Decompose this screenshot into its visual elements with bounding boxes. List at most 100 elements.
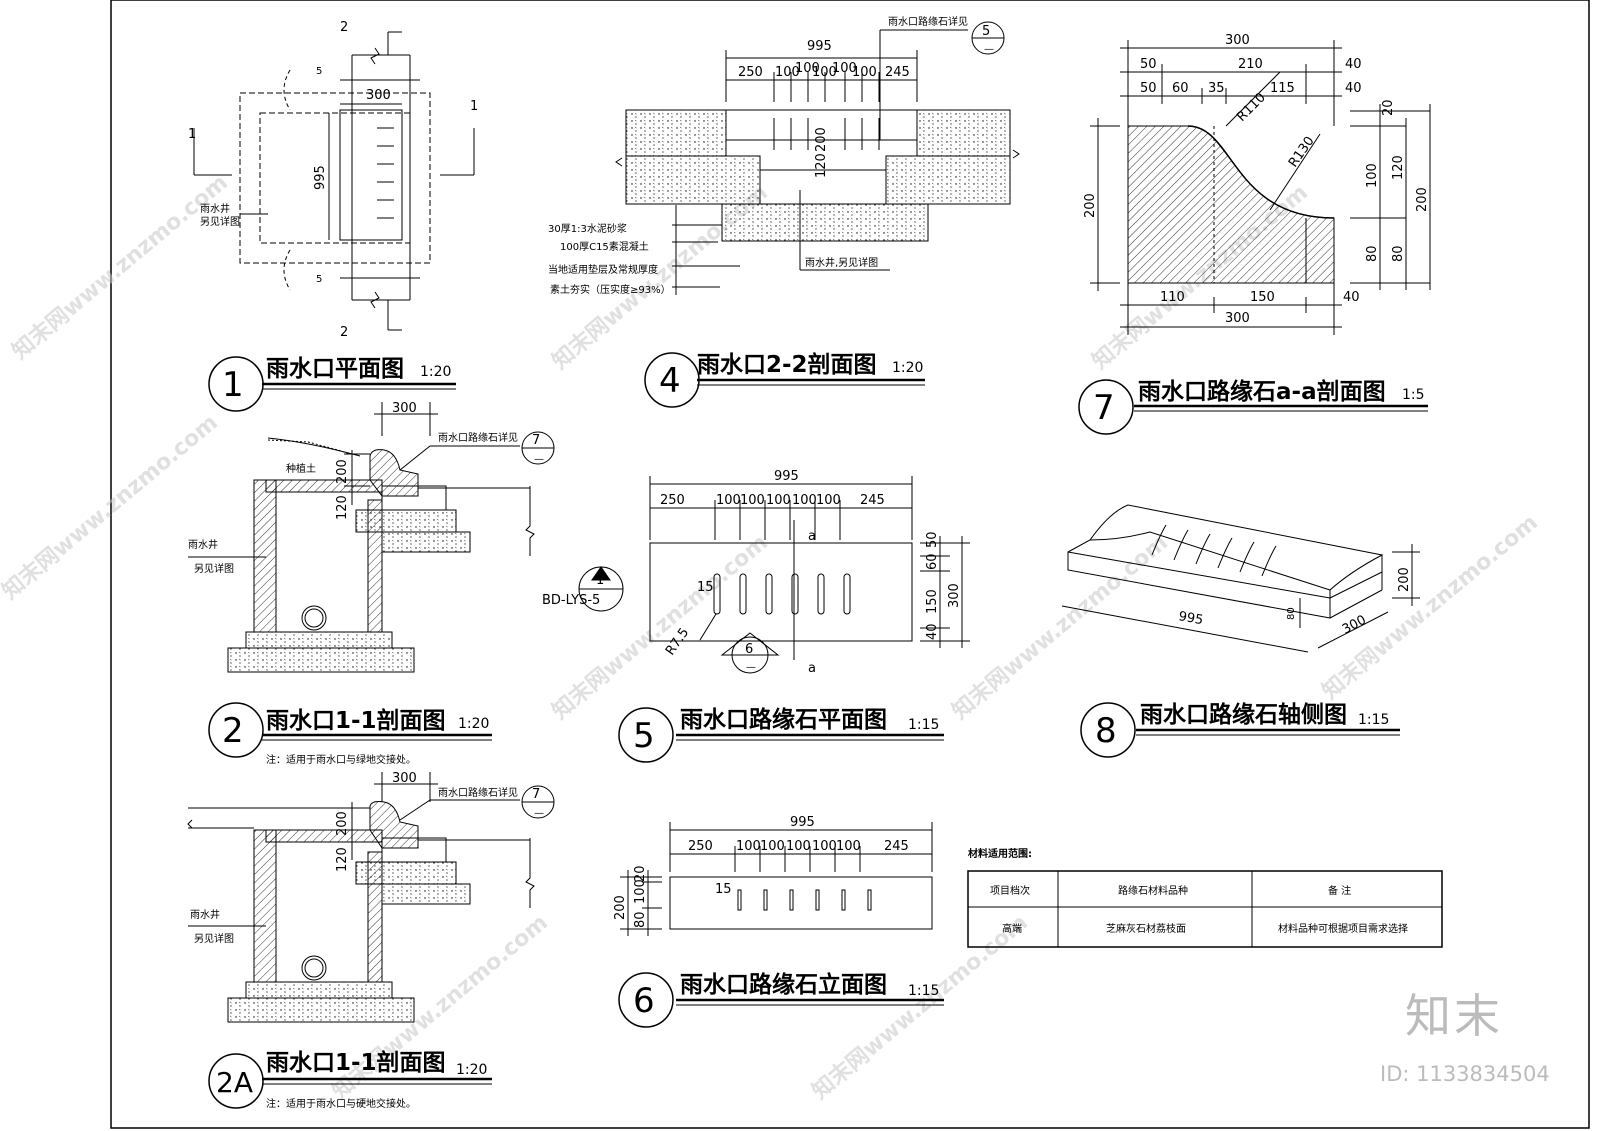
svg-text:种植土: 种植土: [286, 462, 316, 475]
svg-text:材料适用范围:: 材料适用范围:: [968, 847, 1032, 860]
title-detail-8: 8 雨水口路缘石轴侧图 1:15: [1080, 701, 1400, 758]
svg-text:R130: R130: [1286, 134, 1318, 170]
svg-text:100: 100: [812, 839, 837, 854]
svg-text:注：适用于雨水口与硬地交接处。: 注：适用于雨水口与硬地交接处。: [266, 1097, 416, 1110]
svg-text:50: 50: [1140, 81, 1157, 96]
svg-text:995: 995: [790, 815, 815, 830]
svg-text:115: 115: [1270, 81, 1295, 96]
svg-text:7: 7: [532, 787, 540, 802]
svg-text:40: 40: [1345, 57, 1362, 72]
title-detail-1: 1 雨水口平面图 1:20: [208, 356, 456, 412]
curb-section-labels: 300 50 210 40 50 60 35 115 40 R110 R130 …: [1083, 33, 1430, 326]
title-detail-4: 4 雨水口2-2剖面图 1:20: [644, 351, 925, 408]
svg-text:120: 120: [814, 153, 829, 178]
svg-text:BD-LYS-5: BD-LYS-5: [542, 593, 600, 608]
svg-text:245: 245: [860, 493, 885, 508]
svg-text:R110: R110: [1234, 90, 1269, 125]
svg-text:另见详图: 另见详图: [194, 562, 234, 575]
svg-text:40: 40: [1345, 81, 1362, 96]
svg-text:300: 300: [366, 88, 391, 103]
svg-text:60: 60: [925, 553, 940, 570]
svg-text:100: 100: [792, 493, 817, 508]
svg-text:1:5: 1:5: [1402, 387, 1425, 403]
svg-text:100: 100: [852, 65, 877, 80]
svg-text:知末网www.znzmo.com: 知末网www.znzmo.com: [7, 169, 233, 364]
detail-curb-plan: [578, 476, 970, 674]
svg-text:245: 245: [884, 839, 909, 854]
detail-section-2-2: [615, 21, 1020, 295]
svg-text:50: 50: [1140, 57, 1157, 72]
svg-text:995: 995: [1177, 609, 1204, 628]
svg-text:100: 100: [795, 61, 820, 76]
sheet-border: [110, 0, 1590, 1129]
svg-text:雨水口平面图: 雨水口平面图: [266, 356, 404, 382]
table-header-cell: 路缘石材料品种: [1118, 884, 1188, 897]
detail-plan: [193, 31, 475, 331]
title-detail-7: 7 雨水口路缘石a-a剖面图 1:5: [1078, 378, 1428, 435]
svg-text:110: 110: [1160, 290, 1185, 305]
svg-text:200: 200: [1083, 193, 1098, 218]
svg-text:80: 80: [1286, 607, 1297, 620]
svg-text:雨水口路缘石详见: 雨水口路缘石详见: [438, 786, 518, 799]
svg-text:300: 300: [1225, 311, 1250, 326]
section-2-2-labels: 雨水口路缘石详见 5 — 995 250 100 100 100 100 100…: [548, 15, 994, 296]
svg-text:知末网www.znzmo.com: 知末网www.znzmo.com: [947, 529, 1173, 724]
svg-text:300: 300: [1225, 33, 1250, 48]
svg-text:1:20: 1:20: [892, 360, 923, 376]
svg-text:200: 200: [613, 895, 628, 920]
svg-text:2: 2: [222, 711, 244, 751]
table-header-cell: 项目档次: [990, 884, 1030, 897]
svg-text:5: 5: [316, 66, 322, 77]
detail-section-1-1-hard: [187, 772, 555, 1023]
svg-text:6: 6: [745, 642, 753, 657]
svg-text:—: —: [534, 454, 544, 465]
svg-text:100: 100: [736, 839, 761, 854]
svg-text:100: 100: [716, 493, 741, 508]
svg-text:300: 300: [392, 771, 417, 786]
svg-text:20: 20: [633, 865, 648, 882]
svg-text:1:20: 1:20: [420, 364, 451, 380]
brand-watermark: 知末: [1405, 989, 1503, 1043]
svg-text:知末网www.znzmo.com: 知末网www.znzmo.com: [547, 529, 773, 724]
detail-curb-axonometric: [1061, 504, 1420, 653]
svg-text:80: 80: [633, 911, 648, 928]
svg-text:150: 150: [925, 589, 940, 614]
svg-text:1:15: 1:15: [908, 717, 939, 733]
watermark-layer: 知末网www.znzmo.com 知末网www.znzmo.com 知末网www…: [0, 169, 1543, 1104]
svg-text:200: 200: [1397, 567, 1412, 592]
svg-text:200: 200: [335, 811, 350, 836]
svg-text:雨水口路缘石详见: 雨水口路缘石详见: [438, 431, 518, 444]
detail-curb-elevation: [620, 822, 933, 936]
svg-text:120: 120: [1391, 155, 1406, 180]
svg-text:2: 2: [340, 20, 348, 35]
svg-text:100: 100: [1365, 163, 1380, 188]
plan-labels: 2 2 1 1 300 995 5 5 雨水井 另见详图: [188, 20, 478, 340]
svg-text:210: 210: [1238, 57, 1263, 72]
svg-text:4: 4: [659, 361, 681, 401]
svg-text:60: 60: [1172, 81, 1189, 96]
svg-text:1: 1: [470, 99, 478, 114]
svg-text:20: 20: [1381, 99, 1396, 116]
svg-text:995: 995: [313, 165, 328, 190]
title-detail-5: 5 雨水口路缘石平面图 1:15: [618, 706, 944, 763]
svg-text:100: 100: [633, 879, 648, 904]
svg-text:40: 40: [925, 623, 940, 640]
svg-text:15: 15: [697, 580, 714, 595]
table-cell: 材料品种可根据项目需求选择: [1278, 922, 1408, 935]
svg-text:245: 245: [885, 65, 910, 80]
svg-text:雨水口1-1剖面图: 雨水口1-1剖面图: [266, 707, 446, 734]
svg-text:雨水口路缘石平面图: 雨水口路缘石平面图: [680, 706, 887, 733]
svg-text:1:15: 1:15: [1358, 712, 1389, 728]
svg-text:995: 995: [807, 39, 832, 54]
svg-text:雨水口路缘石详见: 雨水口路缘石详见: [888, 15, 968, 28]
svg-text:100: 100: [786, 839, 811, 854]
svg-text:300: 300: [392, 401, 417, 416]
svg-text:1: 1: [222, 365, 244, 405]
svg-text:35: 35: [1208, 81, 1225, 96]
svg-text:15: 15: [715, 882, 732, 897]
svg-text:—: —: [984, 44, 994, 55]
svg-text:50: 50: [925, 531, 940, 548]
svg-text:另见详图: 另见详图: [200, 215, 240, 228]
svg-text:150: 150: [1250, 290, 1275, 305]
svg-text:120: 120: [335, 847, 350, 872]
